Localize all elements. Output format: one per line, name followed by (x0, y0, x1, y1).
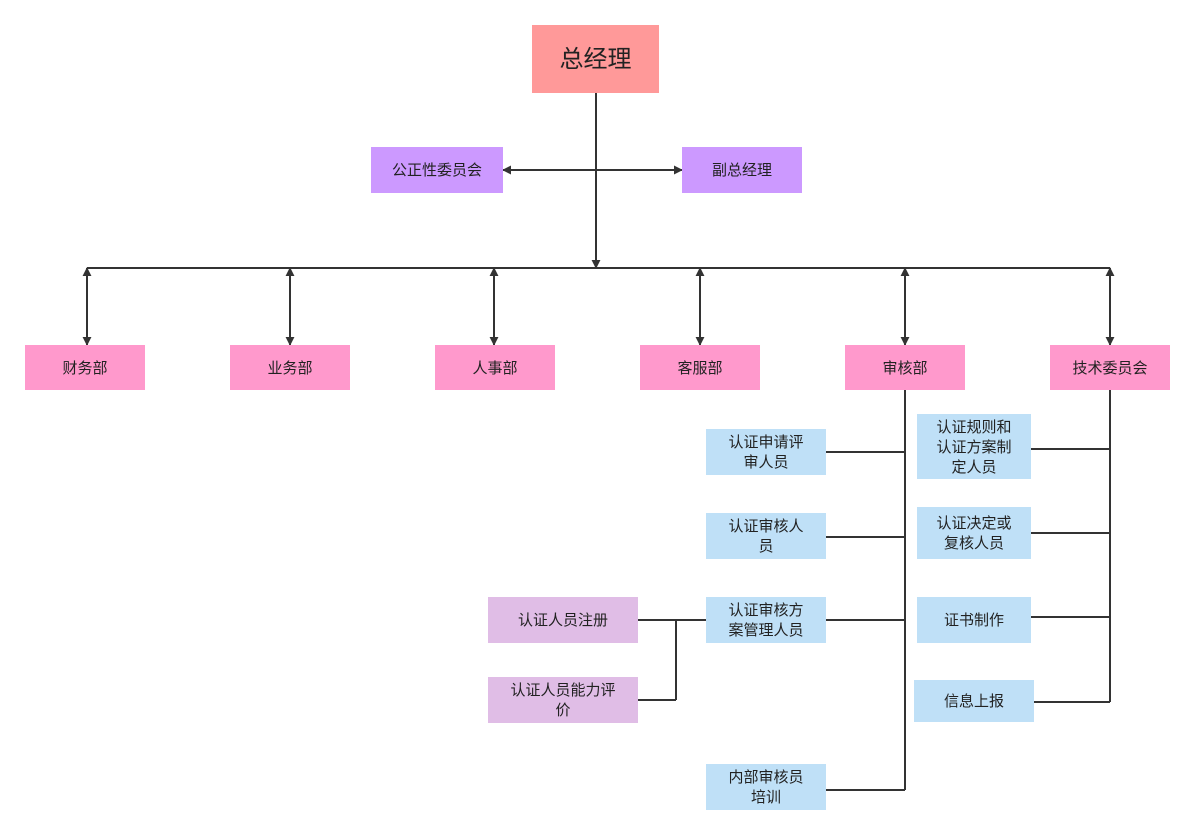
info-report-node: 信息上报 (914, 680, 1034, 722)
apply-reviewer-node: 认证申请评 审人员 (706, 429, 826, 475)
plan-manager-node: 认证审核方 案管理人员 (706, 597, 826, 643)
vice-general-manager-node: 副总经理 (682, 147, 802, 193)
rules-maker-node: 认证规则和 认证方案制 定人员 (917, 414, 1031, 479)
registration-node: 认证人员注册 (488, 597, 638, 643)
audit-dept-node: 审核部 (845, 345, 965, 390)
internal-training-node: 内部审核员 培训 (706, 764, 826, 810)
finance-dept-node: 财务部 (25, 345, 145, 390)
service-dept-node: 客服部 (640, 345, 760, 390)
general-manager-node: 总经理 (532, 25, 659, 93)
cert-production-node: 证书制作 (917, 597, 1031, 643)
competence-node: 认证人员能力评 价 (488, 677, 638, 723)
business-dept-node: 业务部 (230, 345, 350, 390)
decision-reviewer-node: 认证决定或 复核人员 (917, 507, 1031, 559)
auditor-node: 认证审核人 员 (706, 513, 826, 559)
fairness-committee-node: 公正性委员会 (371, 147, 503, 193)
hr-dept-node: 人事部 (435, 345, 555, 390)
tech-committee-node: 技术委员会 (1050, 345, 1170, 390)
